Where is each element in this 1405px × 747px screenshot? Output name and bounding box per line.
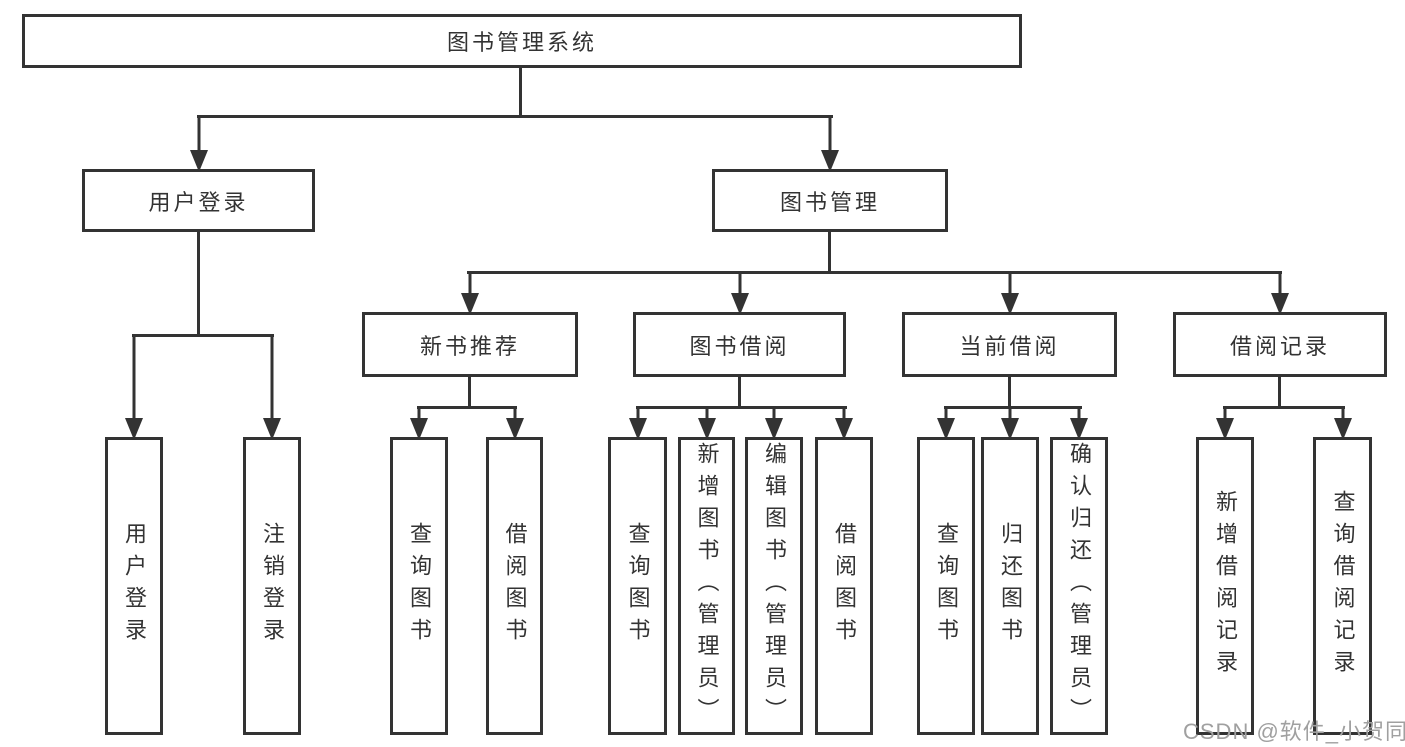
node-label: 借阅记录 — [1229, 333, 1330, 359]
node-label: 查询图书 — [625, 522, 651, 650]
connector-borrow-records-stem — [1278, 377, 1281, 408]
connector-level1-split — [197, 115, 833, 118]
node-current-borrow: 当前借阅 — [902, 312, 1117, 377]
connector-user-login-split — [132, 334, 274, 337]
node-label: 查询图书 — [934, 522, 959, 650]
node-label: 借阅图书 — [502, 522, 528, 650]
leaf-logout: 注销登录 — [243, 437, 301, 735]
leaf-add-borrow-record: 新增借阅记录 — [1196, 437, 1254, 735]
node-user-login: 用户登录 — [82, 169, 315, 232]
connector-new-book-recommend-stem — [468, 377, 471, 408]
leaf-query-borrow-record: 查询借阅记录 — [1313, 437, 1372, 735]
connector-new-book-recommend-split — [417, 406, 517, 409]
leaf-user-login: 用户登录 — [105, 437, 163, 735]
node-label: 编辑图书（管理员） — [762, 442, 787, 730]
node-label: 新增借阅记录 — [1213, 490, 1238, 682]
node-label: 图书管理 — [779, 189, 880, 215]
node-label: 新书推荐 — [419, 333, 520, 359]
node-label: 确认归还（管理员） — [1067, 442, 1092, 730]
node-label: 查询图书 — [407, 522, 432, 650]
leaf-edit-books-admin: 编辑图书（管理员） — [745, 437, 803, 735]
node-book-management: 图书管理 — [712, 169, 948, 232]
node-label: 归还图书 — [998, 522, 1023, 650]
connector-root-stem — [519, 67, 522, 118]
leaf-borrow-books-recommend: 借阅图书 — [486, 437, 543, 735]
node-label: 借阅图书 — [832, 522, 857, 650]
leaf-borrow-books: 借阅图书 — [815, 437, 873, 735]
node-library-management-system: 图书管理系统 — [22, 14, 1022, 68]
leaf-return-books: 归还图书 — [981, 437, 1039, 735]
connector-borrow-records-split — [1223, 406, 1345, 409]
node-borrow-records: 借阅记录 — [1173, 312, 1387, 377]
node-label: 用户登录 — [148, 189, 249, 215]
leaf-query-books-current: 查询图书 — [917, 437, 975, 735]
node-label: 图书借阅 — [689, 333, 790, 359]
node-new-book-recommend: 新书推荐 — [362, 312, 578, 377]
csdn-watermark: CSDN @软件_小贺同学 — [1183, 719, 1405, 744]
connector-book-management-split — [467, 271, 1282, 274]
node-label: 当前借阅 — [959, 333, 1060, 359]
connector-current-borrow-stem — [1008, 377, 1011, 408]
connector-current-borrow-split — [944, 406, 1082, 409]
node-label: 新增图书（管理员） — [694, 442, 720, 730]
connector-book-borrow-split — [636, 406, 847, 409]
node-label: 查询借阅记录 — [1330, 490, 1356, 682]
leaf-confirm-return-admin: 确认归还（管理员） — [1050, 437, 1108, 735]
node-label: 图书管理系统 — [446, 30, 597, 55]
node-book-borrow: 图书借阅 — [633, 312, 846, 377]
leaf-query-books-borrow: 查询图书 — [608, 437, 667, 735]
node-label: 注销登录 — [260, 522, 285, 650]
leaf-query-books-recommend: 查询图书 — [390, 437, 448, 735]
connector-book-borrow-stem — [738, 377, 741, 408]
leaf-add-books-admin: 新增图书（管理员） — [678, 437, 735, 735]
node-label: 用户登录 — [122, 522, 147, 650]
connector-user-login-stem — [197, 232, 200, 336]
connector-book-management-stem — [828, 232, 831, 273]
